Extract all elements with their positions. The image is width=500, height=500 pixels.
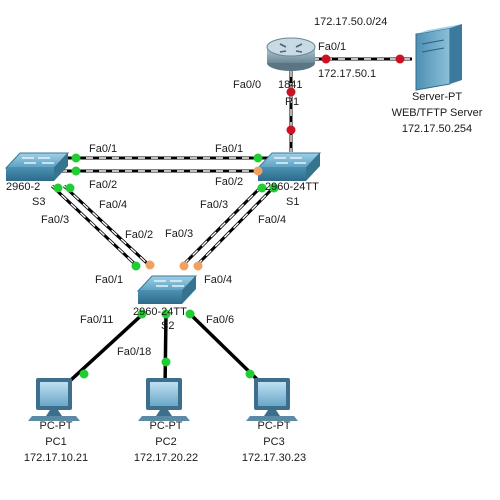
s2-fa018-port-label: Fa0/18 <box>117 346 152 358</box>
r1-model-label: 1841 <box>278 79 303 91</box>
status-light-s2-fa04 <box>193 261 203 271</box>
status-light-s1-fa01 <box>253 153 263 163</box>
s3-fa04-port-label: Fa0/4 <box>99 199 128 211</box>
status-light-pc1 <box>79 369 89 379</box>
server-name-label: WEB/TFTP Server <box>391 107 483 119</box>
s1-name-label: S1 <box>286 196 300 208</box>
server-icon[interactable] <box>415 24 462 91</box>
s1-fa02-port-label: Fa0/2 <box>215 176 244 188</box>
status-light-s1-fa02 <box>253 166 263 176</box>
s3-fa01-port-label: Fa0/1 <box>89 143 118 155</box>
s2-fa04-port-label: Fa0/4 <box>204 274 233 286</box>
link-s2-pc2 <box>163 311 168 391</box>
s1-fa01-port-label: Fa0/1 <box>215 143 244 155</box>
status-light-r1-fa01 <box>321 54 331 64</box>
link-s1-s2-fa03 <box>180 184 264 268</box>
r1-fa01-port-label: Fa0/1 <box>318 41 347 53</box>
s3-name-label: S3 <box>32 196 46 208</box>
switch-s3-icon[interactable] <box>4 152 70 181</box>
link-s2-pc3 <box>186 310 270 392</box>
status-light-s2-fa06 <box>185 309 195 319</box>
status-light-pc3 <box>245 369 255 379</box>
s1-model-label: 2960-24TT <box>265 181 319 193</box>
pc1-ip-label: 172.17.10.21 <box>23 452 89 464</box>
s3-fa02-port-label: Fa0/2 <box>89 179 118 191</box>
status-light-server <box>395 54 405 64</box>
pc3-type-label: PC-PT <box>257 420 291 432</box>
s2-fa02-port-label: Fa0/2 <box>125 229 154 241</box>
status-light-s1-fa05 <box>286 125 296 135</box>
status-light-s3-fa02 <box>71 166 81 176</box>
pc2-icon[interactable] <box>138 378 190 421</box>
r1-fa00-port-label: Fa0/0 <box>233 79 262 91</box>
pc3-name-label: PC3 <box>263 436 285 448</box>
network-address-label: 172.17.50.0/24 <box>314 16 388 28</box>
status-light-s3-fa03 <box>53 183 63 193</box>
link-status-lights <box>53 54 405 379</box>
server-ip-label: 172.17.50.254 <box>401 123 473 135</box>
s1-fa03-port-label: Fa0/3 <box>200 199 229 211</box>
r1-name-label: R1 <box>285 96 300 108</box>
s2-fa06-port-label: Fa0/6 <box>206 314 235 326</box>
link-s3-s2-fa03 <box>50 184 139 268</box>
server-type-label: Server-PT <box>411 91 463 103</box>
status-light-s2-fa03 <box>179 261 189 271</box>
pc1-name-label: PC1 <box>45 436 67 448</box>
status-light-s1-fa04 <box>269 183 279 193</box>
status-light-r1-fa00 <box>286 87 296 97</box>
status-light-s2-fa02 <box>145 260 155 270</box>
status-light-s2-fa01 <box>131 261 141 271</box>
s3-fa03-port-label: Fa0/3 <box>41 214 70 226</box>
r1-fa01-ip-label: 172.17.50.1 <box>318 68 377 80</box>
switch-s1-icon[interactable] <box>256 152 322 181</box>
s2-model-label: 2960-24TT <box>133 306 187 318</box>
pc2-name-label: PC2 <box>155 436 177 448</box>
s2-fa01-port-label: Fa0/1 <box>95 274 124 286</box>
s2-fa03-port-label: Fa0/3 <box>165 228 194 240</box>
link-s2-pc1 <box>58 310 147 392</box>
status-light-s1-fa03 <box>257 183 267 193</box>
s2-name-label: S2 <box>161 320 175 332</box>
s3-model-label: 2960-2 <box>6 181 41 193</box>
status-light-s3-fa04 <box>65 183 75 193</box>
router-r1-icon[interactable] <box>266 37 316 71</box>
switch-s2-icon[interactable] <box>136 275 198 304</box>
pc3-ip-label: 172.17.30.23 <box>241 452 307 464</box>
status-light-s2-fa011 <box>137 309 147 319</box>
pc2-type-label: PC-PT <box>149 420 183 432</box>
status-light-s2-fa018 <box>161 309 171 319</box>
status-light-s3-fa01 <box>71 153 81 163</box>
link-s1-s2-fa04 <box>194 184 277 268</box>
status-light-pc2 <box>161 357 171 367</box>
s1-fa04-port-label: Fa0/4 <box>258 214 287 226</box>
pc3-icon[interactable] <box>246 378 298 421</box>
pc2-ip-label: 172.17.20.22 <box>133 452 199 464</box>
pc1-type-label: PC-PT <box>39 420 73 432</box>
pc1-icon[interactable] <box>28 378 80 421</box>
s2-fa011-port-label: Fa0/11 <box>80 314 114 326</box>
link-s3-s2-fa04 <box>62 184 152 268</box>
